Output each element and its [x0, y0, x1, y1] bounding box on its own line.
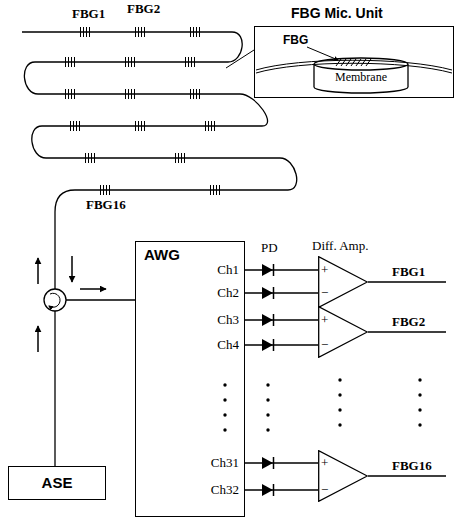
channel-wire	[245, 462, 318, 463]
fbg-grating	[86, 153, 95, 163]
ellipsis-dots	[223, 378, 421, 431]
fbg-grating	[136, 121, 145, 131]
fbg-grating	[81, 27, 90, 37]
channel-label: Ch2	[217, 285, 239, 301]
fbg-label: FBG	[283, 33, 308, 47]
plus-input: +	[321, 455, 328, 471]
fbg-grating	[191, 89, 200, 99]
fbg-grating	[206, 121, 215, 131]
fbg-grating	[71, 121, 80, 131]
amplifier-triangle	[319, 257, 368, 308]
inset-leader	[226, 50, 254, 68]
channel-wire	[245, 269, 318, 270]
plus-input: +	[321, 262, 328, 278]
fbg-grating	[101, 185, 110, 195]
ase-label: ASE	[9, 474, 105, 492]
flow-arrow	[80, 288, 106, 290]
circulator-arrow	[49, 293, 60, 307]
channel-label: Ch3	[217, 312, 239, 328]
membrane-cylinder-shape	[314, 58, 408, 93]
fbg-number: FBG1	[72, 6, 105, 22]
circulator-to-awg	[66, 299, 135, 300]
fbg-pointer	[307, 47, 338, 60]
channel-label: Ch1	[217, 262, 239, 278]
channel-label: Ch4	[217, 337, 239, 353]
fbg-grating	[211, 185, 220, 195]
amp-heading: Diff. Amp.	[312, 238, 368, 254]
plus-input: +	[321, 312, 328, 328]
amplifier-triangle	[319, 307, 368, 358]
flow-arrow	[71, 256, 73, 282]
fbg-grating	[176, 153, 185, 163]
amplifier-triangle	[319, 451, 368, 502]
ase-to-circulator	[54, 311, 55, 466]
output-label: FBG16	[392, 458, 432, 474]
ase-source-box: ASE	[8, 466, 106, 500]
minus-input: −	[321, 482, 328, 498]
pd-label: PD	[261, 240, 278, 256]
fbg-grating	[66, 89, 75, 99]
flow-arrow	[37, 258, 39, 284]
inset-title: FBG Mic. Unit	[291, 4, 383, 22]
channel-wire	[245, 319, 318, 320]
fbg-number: FBG16	[86, 197, 126, 213]
fbg-hatch	[336, 59, 371, 66]
fbg-grating	[66, 57, 75, 67]
sensing-fiber	[22, 32, 297, 289]
output-label: FBG1	[392, 264, 425, 280]
minus-input: −	[321, 285, 328, 301]
flow-arrow	[37, 326, 39, 352]
channel-wire	[245, 292, 318, 293]
fbg-grating	[126, 89, 135, 99]
channel-label: Ch32	[211, 482, 239, 498]
diff-amp: +−	[318, 306, 368, 358]
channel-label: Ch31	[211, 455, 239, 471]
fbg-grating	[191, 27, 200, 37]
output-label: FBG2	[392, 314, 425, 330]
awg-box: AWG Ch1Ch2Ch3Ch4Ch31Ch32	[135, 241, 245, 517]
amp-output	[368, 282, 446, 476]
inset-box: FBG Mic. UnitFBGMembrane	[254, 26, 454, 98]
membrane-cylinder: Membrane	[313, 57, 409, 95]
minus-input: −	[321, 337, 328, 353]
circulator-symbol	[44, 289, 66, 311]
membrane-label: Membrane	[313, 70, 409, 84]
fbg-grating	[136, 27, 145, 37]
diff-amp: +−	[318, 450, 368, 502]
fbg-number: FBG2	[127, 1, 160, 17]
awg-label: AWG	[144, 246, 180, 264]
fbg-grating	[186, 57, 195, 67]
channel-wire	[245, 489, 318, 490]
channel-wire	[245, 344, 318, 345]
fbg-grating	[126, 57, 135, 67]
diff-amp: +−	[318, 256, 368, 308]
